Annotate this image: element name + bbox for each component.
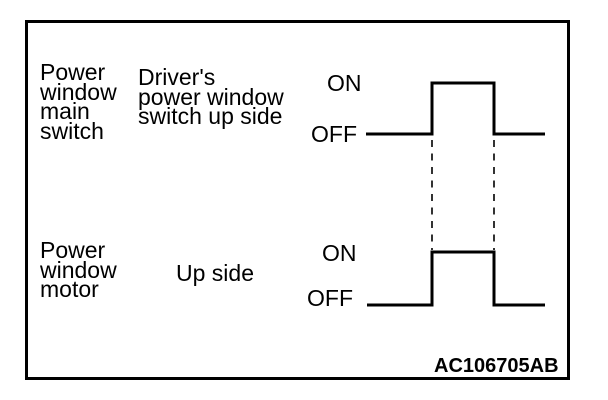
waveform-main-switch-pulse	[366, 81, 545, 136]
component-label-power-window-motor: Power window motor	[40, 237, 117, 302]
waveform-motor-pulse	[367, 250, 545, 307]
diagram-border-frame	[25, 20, 570, 380]
signal-label-up-side: Up side	[176, 260, 254, 286]
off-label-motor: OFF	[307, 285, 353, 311]
figure-code: AC106705AB	[434, 355, 559, 377]
on-label-motor: ON	[322, 240, 357, 266]
off-label-main-switch: OFF	[311, 121, 357, 147]
signal-label-drivers-power-window-switch-up-side: Driver's power window switch up side	[138, 64, 284, 129]
on-label-main-switch: ON	[327, 70, 362, 96]
component-label-power-window-main-switch: Power window main switch	[40, 59, 117, 144]
